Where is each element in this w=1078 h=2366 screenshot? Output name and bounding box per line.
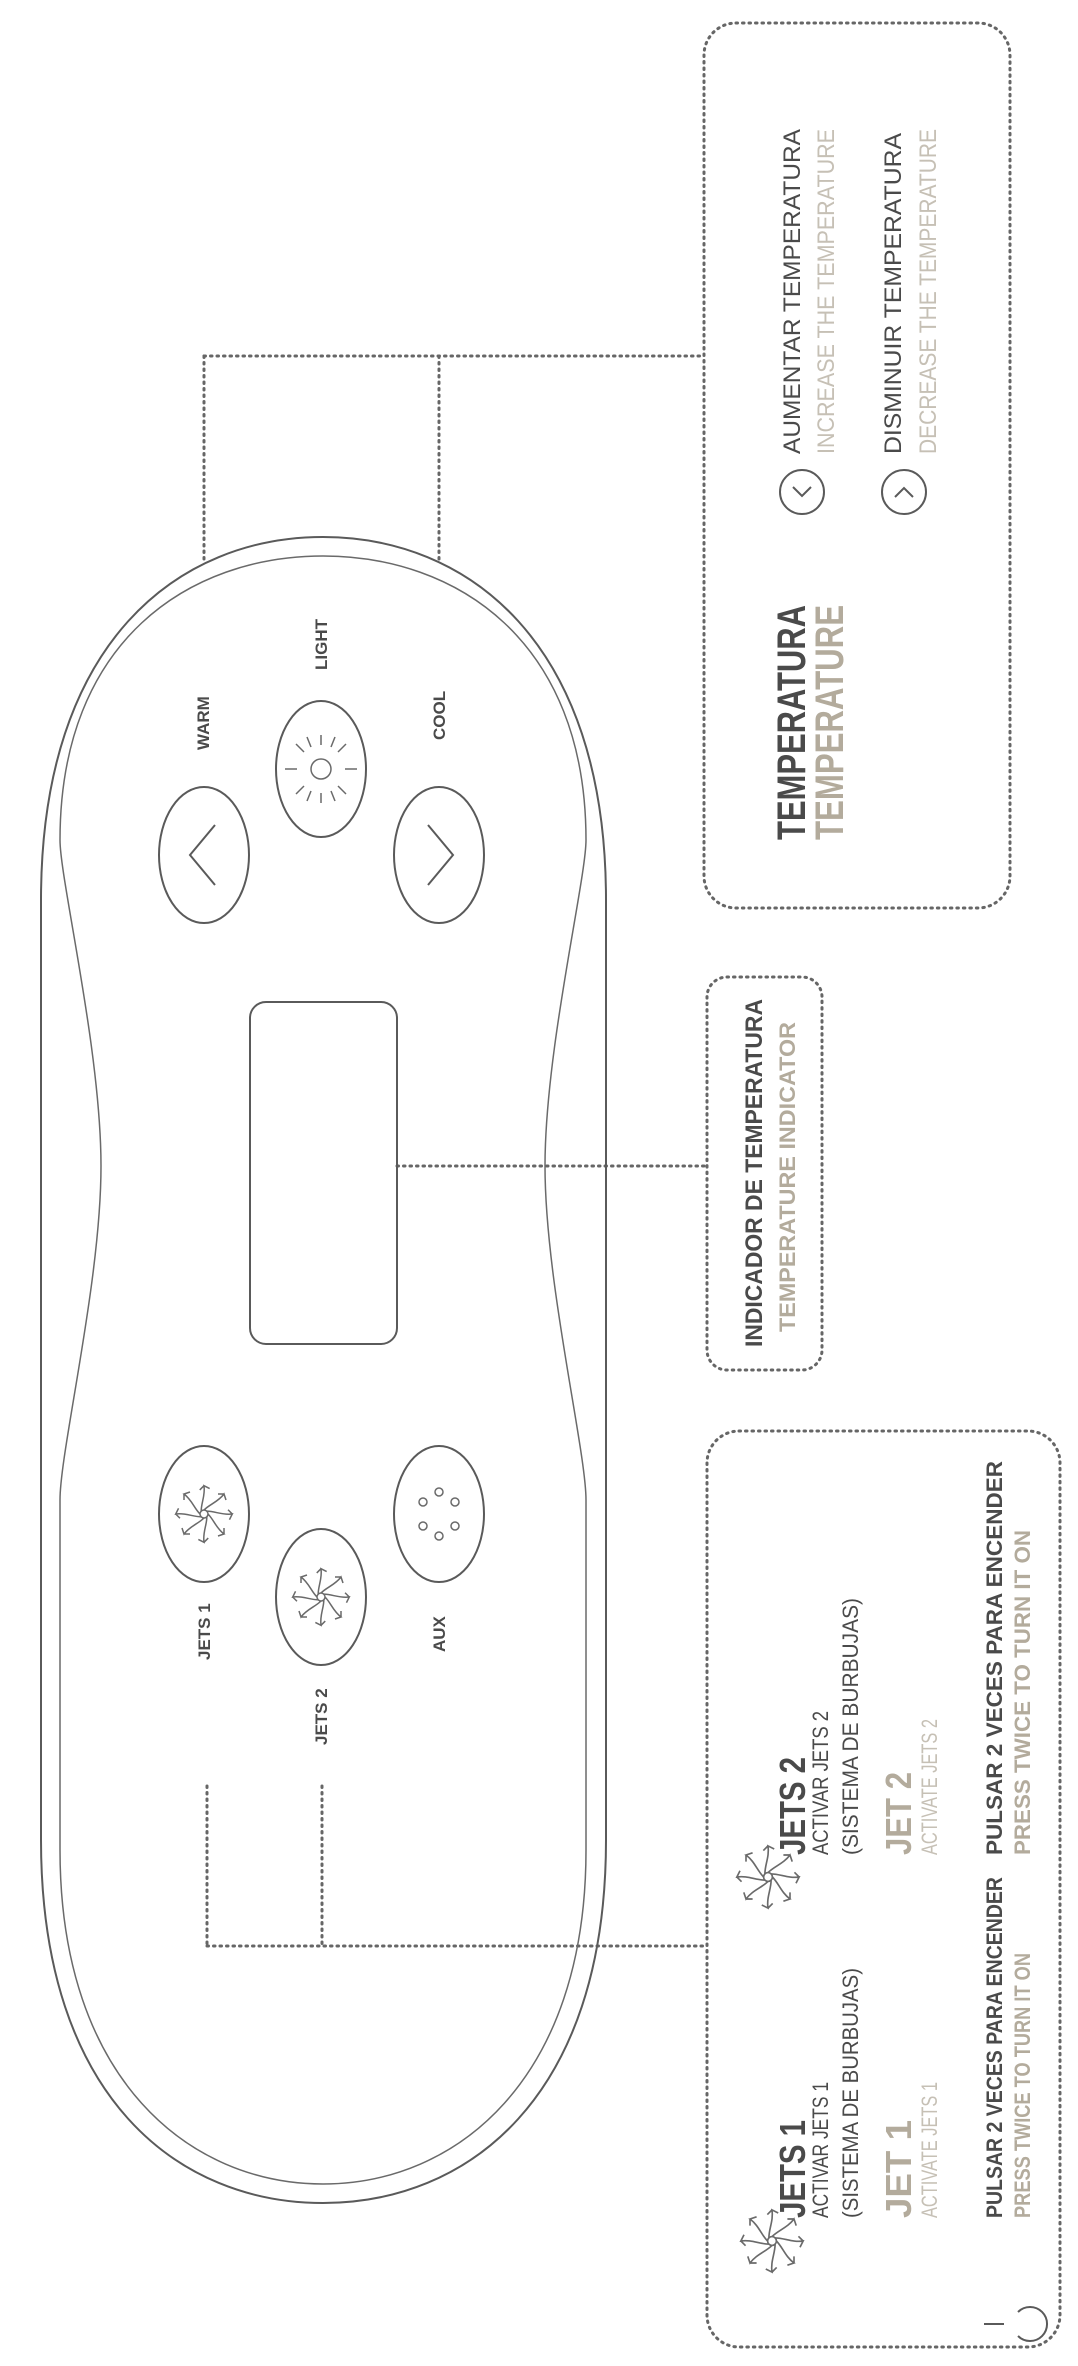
jets1-desc-es: ACTIVAR JETS 1 <box>808 2082 833 2218</box>
jets1-label: JETS 1 <box>195 1603 214 1660</box>
aux-label: AUX <box>430 1615 449 1652</box>
control-panel <box>40 535 607 2205</box>
decrease-chevron-icon <box>881 469 927 515</box>
jets2-note-es: PULSAR 2 VECES PARA ENCENDER <box>982 1461 1007 1855</box>
temperature-display <box>249 1001 398 1345</box>
jets1-title-en: JET 1 <box>878 2120 919 2218</box>
jets2-desc-en: ACTIVATE JETS 2 <box>917 1719 942 1855</box>
jets2-note-en: PRESS TWICE TO TURN IT ON <box>1010 1530 1035 1855</box>
warm-button[interactable]: WARM <box>158 696 250 924</box>
bubbles-icon <box>418 1487 460 1541</box>
power-icon <box>984 2306 1049 2342</box>
jets1-note-en: PRESS TWICE TO TURN IT ON <box>1010 1953 1035 2218</box>
jets1-button[interactable]: JETS 1 <box>158 1445 250 1660</box>
warm-label: WARM <box>194 696 213 750</box>
increase-chevron-icon <box>779 469 825 515</box>
indicator-callout: INDICADOR DE TEMPERATURA TEMPERATURE IND… <box>705 975 824 1372</box>
decrease-label-es: DISMINUIR TEMPERATURA <box>880 133 907 454</box>
jets2-title-es: JETS 2 <box>772 1757 813 1855</box>
jets1-note-es: PULSAR 2 VECES PARA ENCENDER <box>982 1877 1007 2218</box>
increase-label-es: AUMENTAR TEMPERATURA <box>779 129 806 454</box>
jets1-title-es: JETS 1 <box>772 2120 813 2218</box>
temperature-title-en: TEMPERATURE <box>808 605 852 840</box>
jets1-desc-es-2: (SISTEMA DE BURBUJAS) <box>838 1968 863 2218</box>
temperature-callout: TEMPERATURA TEMPERATURE AUMENTAR TEMPERA… <box>702 21 1012 910</box>
jets2-button[interactable]: JETS 2 <box>275 1528 367 1745</box>
chevron-up-icon <box>188 824 216 886</box>
connector-jets <box>205 1784 709 1948</box>
chevron-down-icon <box>427 824 455 886</box>
jets1-desc-en: ACTIVATE JETS 1 <box>917 2082 942 2218</box>
indicator-label-en: TEMPERATURE INDICATOR <box>775 1022 800 1332</box>
cool-button[interactable]: COOL <box>393 691 485 924</box>
cool-label: COOL <box>430 691 449 740</box>
indicator-label-es: INDICADOR DE TEMPERATURA <box>741 999 768 1347</box>
decrease-label-en: DECREASE THE TEMPERATURE <box>915 129 942 454</box>
temperature-title-es: TEMPERATURA <box>770 605 814 840</box>
connector-temperature <box>202 354 706 562</box>
light-button[interactable]: LIGHT <box>275 618 367 838</box>
jets2-desc-es: ACTIVAR JETS 2 <box>808 1711 833 1855</box>
jets2-label: JETS 2 <box>312 1688 331 1745</box>
jets2-title-en: JET 2 <box>878 1772 919 1855</box>
sun-icon <box>285 735 357 803</box>
jets2-desc-es-2: (SISTEMA DE BURBUJAS) <box>838 1598 863 1855</box>
aux-button[interactable]: AUX <box>393 1445 485 1652</box>
jets-callout: JETS 1 ACTIVAR JETS 1 (SISTEMA DE BURBUJ… <box>705 1429 1062 2349</box>
light-label: LIGHT <box>312 618 331 670</box>
increase-label-en: INCREASE THE TEMPERATURE <box>813 129 840 454</box>
